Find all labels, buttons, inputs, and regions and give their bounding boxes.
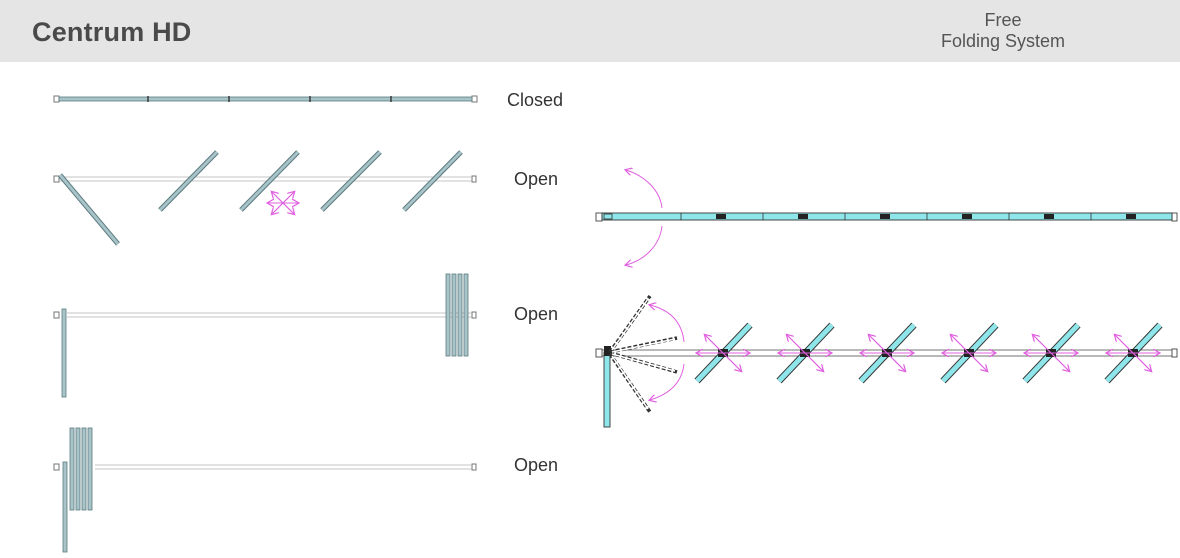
- page-subtitle: Free Folding System: [903, 10, 1103, 52]
- open-state-1-drawing: [53, 150, 477, 246]
- detail-closed-drawing: [595, 212, 1178, 222]
- detail-open-drawing: [595, 294, 1178, 428]
- move-cross-icon-row: [697, 335, 1159, 371]
- state-label-open-3: Open: [514, 455, 559, 475]
- state-label-closed: Closed: [507, 90, 564, 110]
- state-label-open-1: Open: [514, 169, 559, 189]
- rotate-arrow-icon: [626, 170, 663, 265]
- move-cross-icon: [268, 192, 298, 214]
- open-state-2-drawing: [53, 273, 477, 398]
- closed-state-drawing: [53, 95, 478, 103]
- header-bar: Centrum HD Free Folding System: [0, 0, 1180, 62]
- page-title: Centrum HD: [32, 17, 192, 47]
- open-state-3-drawing: [53, 427, 477, 553]
- subtitle-line-2: Folding System: [940, 31, 1066, 51]
- rotate-arrow-icon-2: [650, 305, 685, 400]
- subtitle-line-1: Free: [984, 10, 1022, 30]
- state-label-open-2: Open: [514, 304, 559, 324]
